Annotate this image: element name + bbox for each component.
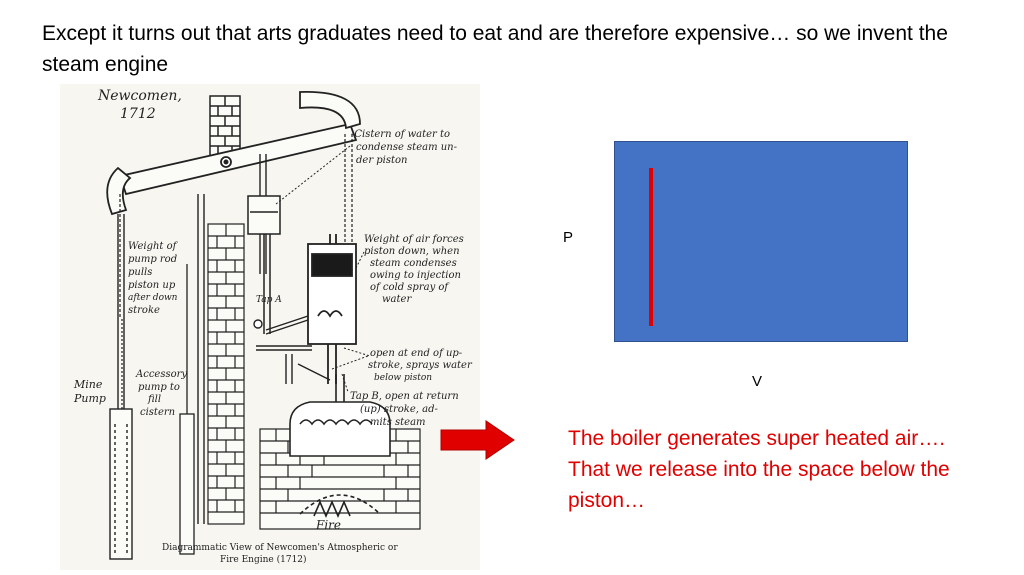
pv-process-line: [649, 168, 653, 326]
callout-tap-a: Tap A: [256, 295, 282, 305]
svg-text:below piston: below piston: [374, 373, 432, 383]
svg-text:steam condenses: steam condenses: [370, 258, 457, 269]
brick-wall: [207, 223, 245, 525]
svg-text:fill: fill: [147, 394, 161, 405]
pv-diagram-area: [614, 141, 908, 342]
chains: [119, 134, 353, 414]
svg-text:-Cistern of water to: -Cistern of water to: [351, 129, 450, 140]
svg-text:water: water: [382, 294, 412, 305]
svg-text:pump to: pump to: [138, 382, 180, 393]
callout-tap-b: Tap B, open at return (up) stroke, ad- m…: [350, 391, 459, 428]
svg-text:cistern: cistern: [140, 407, 175, 418]
header-name: Newcomen,: [97, 88, 182, 104]
rocking-beam: [106, 91, 361, 216]
svg-text:Mine: Mine: [73, 378, 103, 391]
svg-text:der piston: der piston: [356, 155, 408, 166]
svg-text:of cold spray of: of cold spray of: [370, 282, 450, 293]
boiler: [289, 374, 391, 519]
slide-note: The boiler generates super heated air…. …: [568, 427, 950, 512]
callout-open-end: open at end of up- stroke, sprays water …: [368, 348, 473, 383]
svg-text:Pump: Pump: [73, 392, 106, 405]
svg-text:Weight of: Weight of: [128, 241, 179, 252]
svg-text:stroke: stroke: [128, 305, 160, 316]
svg-text:open at end of up-: open at end of up-: [370, 348, 463, 359]
svg-text:after down: after down: [128, 293, 178, 303]
svg-text:piston up: piston up: [128, 280, 176, 291]
right-arrow-icon: [440, 420, 516, 460]
callout-accessory: Accessory pump to fill cistern: [135, 369, 187, 418]
pv-x-axis-label: V: [752, 373, 763, 390]
header-year: 1712: [120, 106, 156, 122]
svg-text:(up) stroke, ad-: (up) stroke, ad-: [360, 404, 438, 415]
illustration-caption-line1: Diagrammatic View of Newcomen's Atmosphe…: [162, 543, 398, 553]
svg-text:pump rod: pump rod: [128, 254, 177, 265]
svg-text:mits steam: mits steam: [370, 417, 426, 428]
tap-a-pipe: [253, 315, 331, 384]
callout-mine-pump: Mine Pump: [73, 378, 106, 405]
svg-text:stroke, sprays water: stroke, sprays water: [368, 360, 473, 371]
svg-text:pulls: pulls: [128, 267, 152, 278]
callout-fire: Fire: [315, 518, 341, 532]
callout-cistern: -Cistern of water to condense steam un- …: [351, 129, 458, 166]
svg-text:owing to injection: owing to injection: [370, 270, 461, 281]
svg-text:Weight of air forces: Weight of air forces: [364, 234, 464, 245]
leader-lines: [275, 145, 371, 393]
callout-weight-rod: Weight of pump rod pulls piston up after…: [128, 241, 179, 316]
illustration-caption-line2: Fire Engine (1712): [220, 554, 307, 565]
svg-text:Tap B, open at return: Tap B, open at return: [350, 391, 459, 402]
slide-title: Except it turns out that arts graduates …: [42, 22, 948, 76]
svg-text:condense steam un-: condense steam un-: [356, 142, 458, 153]
accessory-pump: [179, 264, 195, 555]
svg-text:Accessory: Accessory: [135, 369, 187, 380]
beam-support: [117, 154, 267, 524]
callout-weight-air: Weight of air forces piston down, when s…: [364, 234, 464, 305]
mine-pump: [109, 408, 133, 560]
pv-y-axis-label: P: [563, 229, 574, 246]
svg-text:piston down, when: piston down, when: [364, 246, 460, 257]
cylinder: [307, 234, 357, 384]
newcomen-engine-illustration: Newcomen, 1712: [60, 84, 480, 570]
cistern: [247, 195, 281, 334]
